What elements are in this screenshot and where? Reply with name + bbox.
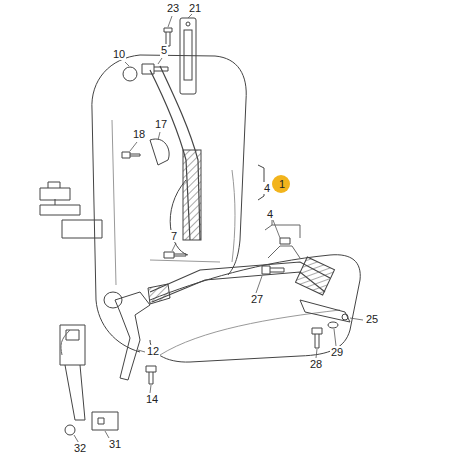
seat-cushion-outline: [150, 255, 360, 362]
callout-number: 14: [145, 393, 159, 405]
callout-number: 12: [146, 345, 160, 357]
callout-number: 31: [108, 438, 122, 450]
callout-number: 18: [132, 128, 146, 140]
callout-number: 10: [112, 48, 126, 60]
callout-number: 17: [154, 118, 168, 130]
callout-number: 28: [309, 358, 323, 370]
callout-number: 32: [73, 442, 87, 454]
cap: [280, 238, 290, 244]
highlight-marker: [272, 175, 290, 193]
height-adjuster: [180, 18, 196, 94]
callout-number: 1: [278, 178, 286, 190]
callout-number: 21: [188, 2, 202, 14]
callout-number: 27: [250, 293, 264, 305]
cap: [123, 67, 137, 81]
callout-number: 23: [166, 2, 180, 14]
callout-number: 4: [266, 208, 274, 220]
callout-number: 7: [170, 230, 178, 242]
callout-number: 29: [330, 346, 344, 358]
anchor-rail: [300, 300, 350, 322]
seat-back-edge: [92, 110, 140, 352]
callout-number: 25: [365, 313, 379, 325]
small-bracket: [92, 412, 118, 430]
belt-guide: [150, 139, 169, 165]
leader-lines: [74, 14, 363, 445]
bolt: [142, 64, 168, 74]
callout-number: 4: [263, 182, 271, 194]
callout-number: 5: [160, 44, 168, 56]
